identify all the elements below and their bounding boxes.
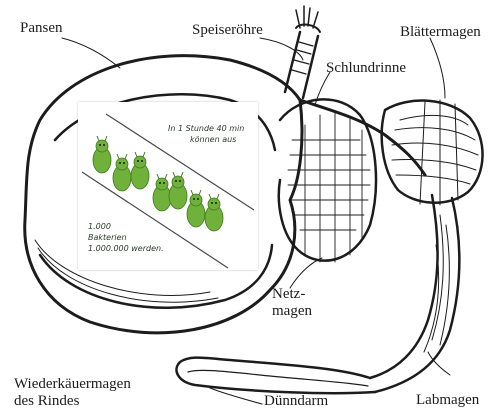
label-schlundrinne: Schlundrinne	[326, 60, 406, 77]
bacteria-figures	[93, 136, 223, 231]
leader-netzmagen	[290, 258, 322, 288]
bacterium-figure	[169, 172, 187, 209]
inset-bottom-line3: 1.000.000 werden.	[88, 244, 164, 254]
caption-line2: des Rindes	[14, 393, 79, 410]
label-speiseroehre: Speiseröhre	[192, 22, 263, 39]
label-pansen: Pansen	[20, 20, 63, 37]
label-netzmagen-1: Netz-	[272, 286, 305, 303]
small-intestine	[176, 358, 375, 394]
reticulum-net	[288, 112, 370, 262]
bacterium-figure	[153, 174, 171, 211]
label-netzmagen-2: magen	[272, 303, 312, 320]
bacterium-figure	[131, 152, 149, 189]
inset-top-line1: In 1 Stunde 40 min	[168, 124, 244, 134]
inset-bottom-line2: Bakterien	[88, 233, 127, 243]
leader-blaettermagen	[430, 38, 445, 98]
label-duenndarm: Dünndarm	[264, 393, 328, 410]
bacterium-figure	[113, 154, 131, 191]
caption-line1: Wiederkäuermagen	[14, 376, 131, 393]
inset-bottom-line1: 1.000	[88, 222, 111, 232]
bacterium-figure	[93, 136, 111, 173]
esophageal-groove	[300, 100, 425, 175]
bacterium-figure	[187, 190, 205, 227]
bacterium-figure	[205, 194, 223, 231]
label-blaettermagen: Blättermagen	[400, 24, 481, 41]
label-labmagen: Labmagen	[416, 392, 479, 409]
leader-pansen	[62, 38, 120, 68]
bacteria-inset: In 1 Stunde 40 min können aus 1.000 Bakt…	[78, 102, 258, 270]
inset-top-line2: können aus	[190, 135, 236, 145]
small-intestine-inner	[188, 370, 368, 386]
